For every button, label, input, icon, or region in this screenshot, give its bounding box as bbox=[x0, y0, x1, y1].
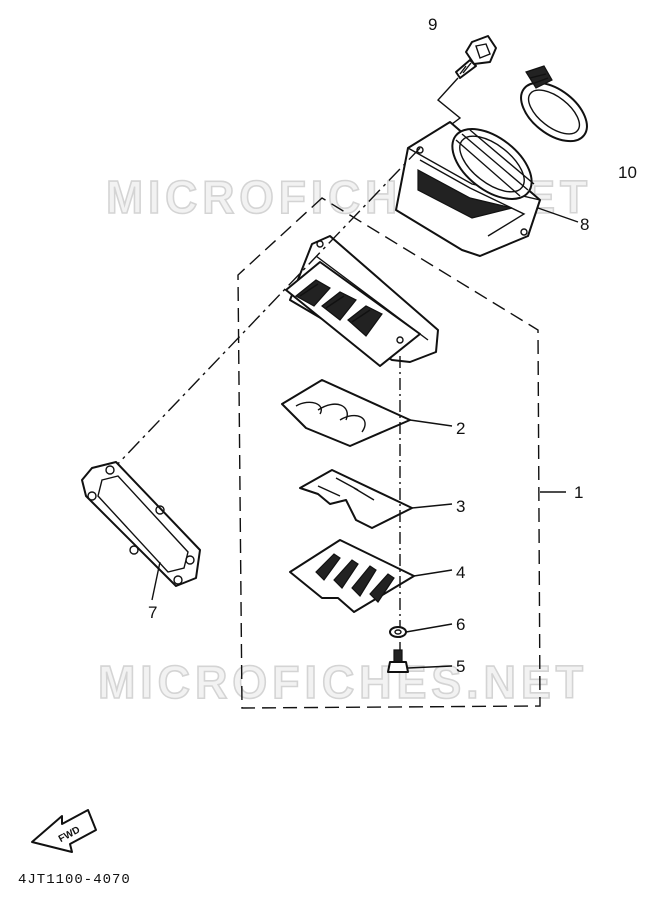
callout-6: 6 bbox=[456, 615, 465, 634]
callout-8: 8 bbox=[580, 215, 589, 234]
callout-5: 5 bbox=[456, 657, 465, 676]
bolt-part-9 bbox=[455, 35, 497, 79]
part-5-leader bbox=[407, 665, 453, 669]
assembly-boundary bbox=[237, 197, 541, 709]
diagram-code: 4JT1100-4070 bbox=[18, 872, 131, 888]
clamp-part-10 bbox=[520, 65, 588, 143]
reed-petals-part-2 bbox=[281, 379, 411, 447]
part-8-leader bbox=[537, 207, 579, 223]
callout-2: 2 bbox=[456, 419, 465, 438]
part-2-leader bbox=[409, 419, 453, 427]
part-3-leader bbox=[411, 503, 453, 509]
callout-4: 4 bbox=[456, 563, 465, 582]
part-6-leader bbox=[405, 623, 453, 633]
fwd-arrow-icon: FWD bbox=[31, 809, 97, 853]
callout-7: 7 bbox=[148, 603, 157, 622]
manifold-part-8 bbox=[395, 121, 541, 257]
washer-part-6 bbox=[389, 626, 407, 638]
watermark-bottom: MICROFICHES.NET bbox=[98, 656, 588, 708]
gasket-part-7 bbox=[81, 461, 201, 587]
part-7-leader bbox=[151, 561, 161, 601]
callout-3: 3 bbox=[456, 497, 465, 516]
gasket-leader bbox=[111, 147, 421, 471]
callout-10: 10 bbox=[618, 163, 637, 182]
part-4-leader bbox=[413, 569, 453, 577]
reed-valve-body bbox=[285, 235, 439, 367]
callout-1: 1 bbox=[574, 483, 583, 502]
screw-part-5 bbox=[387, 649, 409, 673]
reed-stopper-part-3 bbox=[299, 469, 413, 529]
callout-9: 9 bbox=[428, 15, 437, 34]
plate-part-4 bbox=[289, 539, 415, 613]
